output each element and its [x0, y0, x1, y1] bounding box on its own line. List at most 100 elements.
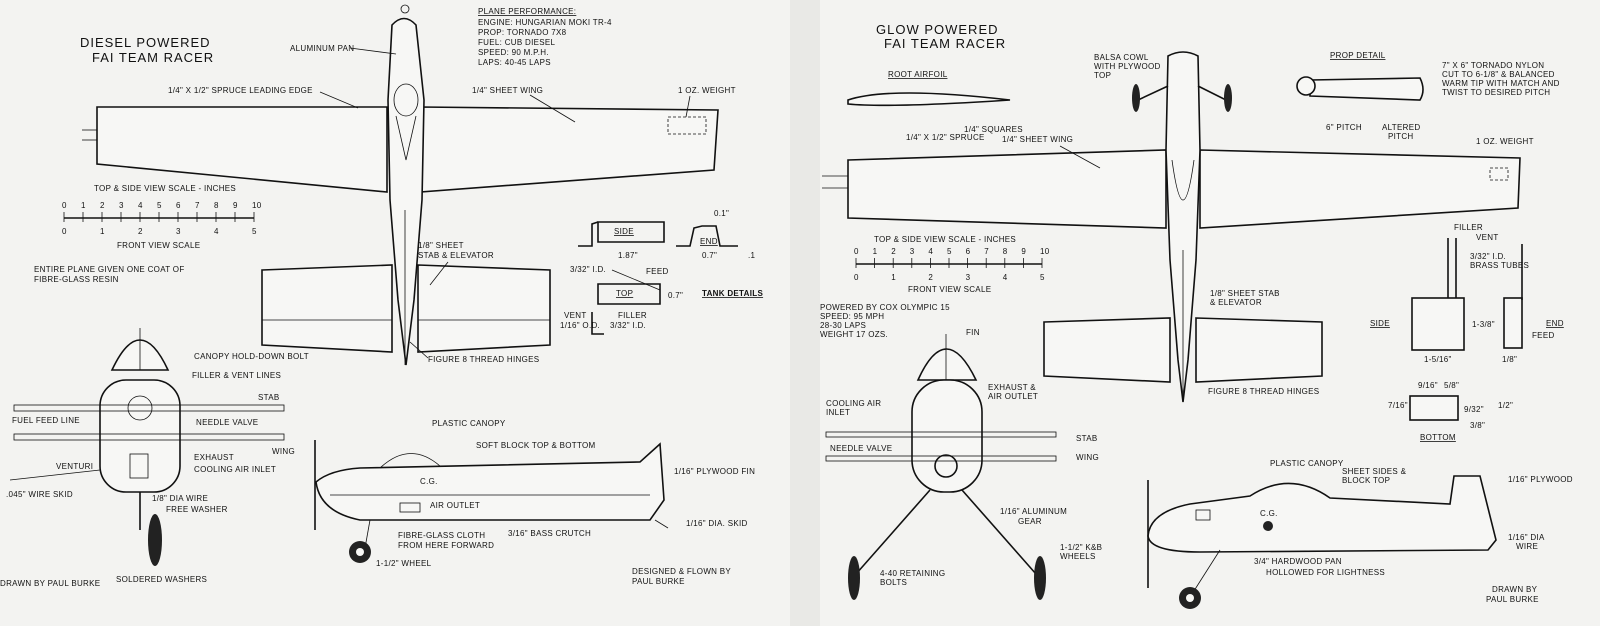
scale-front-title: FRONT VIEW SCALE [117, 241, 200, 250]
scale-front-title: FRONT VIEW SCALE [908, 285, 991, 294]
scale-tick-label: 3 [910, 247, 915, 256]
right-front-view [825, 334, 1057, 600]
label-sheet-sides-1: SHEET SIDES & [1342, 467, 1407, 476]
scale-top-title: TOP & SIDE VIEW SCALE - INCHES [874, 235, 1016, 244]
scale-tick-label: 1 [81, 201, 86, 210]
scale-tick-label: 7 [195, 201, 200, 210]
label-designed-2: PAUL BURKE [632, 577, 685, 586]
scale-tick-label: 8 [1003, 247, 1008, 256]
right-title-line2: FAI TEAM RACER [884, 36, 1006, 51]
label-retain-1: 4-40 RETAINING [880, 569, 945, 578]
spinner [400, 4, 410, 14]
label-canopy-bolt: CANOPY HOLD-DOWN BOLT [194, 352, 309, 361]
label-balsa-cowl-3: TOP [1094, 71, 1111, 80]
front-scale-tick-label: 3 [176, 227, 181, 236]
tank-dim: 0.1" [714, 209, 729, 218]
scale-tick-label: 1 [873, 247, 878, 256]
performance-heading: PLANE PERFORMANCE: [478, 7, 576, 16]
label-bass-crutch: 3/16" BASS CRUTCH [508, 529, 591, 538]
label-needle: NEEDLE VALVE [830, 444, 892, 453]
front-scale-tick-label: 0 [854, 273, 859, 282]
label-fin: FIN [966, 328, 980, 337]
root-airfoil [847, 92, 1011, 107]
label-wing: WING [1076, 453, 1099, 462]
front-scale-tick-label: 4 [214, 227, 219, 236]
tank-details-title: TANK DETAILS [702, 289, 763, 298]
label-dia-skid: 1/16" DIA. SKID [686, 519, 748, 528]
performance-line: SPEED: 90 M.P.H. [478, 48, 549, 57]
front-scale-tick-label: 2 [138, 227, 143, 236]
label-hardwood-2: HOLLOWED FOR LIGHTNESS [1266, 568, 1385, 577]
prop-hub [1296, 76, 1316, 96]
label-kb-1: 1-1/2" K&B [1060, 543, 1102, 552]
label-kb-2: WHEELS [1060, 552, 1096, 561]
prop-blade [1309, 77, 1424, 101]
label-plywood-fin: 1/16" PLYWOOD FIN [674, 467, 755, 476]
label-drawn-1: DRAWN BY [1492, 585, 1538, 594]
label-stab-sheet: 1/8" SHEET [418, 241, 464, 250]
label-aluminum-pan: ALUMINUM PAN [290, 44, 354, 53]
scale-tick-label: 2 [891, 247, 896, 256]
label-air-outlet: AIR OUTLET [430, 501, 480, 510]
label-altered-1: ALTERED [1382, 123, 1420, 132]
scale-tick-label: 4 [928, 247, 933, 256]
prop-note: WARM TIP WITH MATCH AND [1442, 79, 1560, 88]
scale-tick-label: 8 [214, 201, 219, 210]
label-pitch-6: 6" PITCH [1326, 123, 1362, 132]
canopy-outline [395, 115, 417, 161]
tank-dim: 1.87" [618, 251, 638, 260]
tank-end-label: END [700, 237, 718, 246]
label-free-washer: FREE WASHER [166, 505, 228, 514]
scale-tick-label: 7 [984, 247, 989, 256]
label-root-airfoil: ROOT AIRFOIL [888, 70, 948, 79]
scale-tick-label: 6 [176, 201, 181, 210]
label-fibre-cloth-1: FIBRE-GLASS CLOTH [398, 531, 485, 540]
label-drawn-by: DRAWN BY PAUL BURKE [0, 579, 100, 588]
front-scale-tick-label: 4 [1003, 273, 1008, 282]
tank-filler-label: FILLER [1454, 223, 1483, 232]
label-stab-2: & ELEVATOR [1210, 298, 1262, 307]
tank-dim: 1/2" [1498, 401, 1513, 410]
label-plastic-canopy: PLASTIC CANOPY [1270, 459, 1344, 468]
right-title-line1: GLOW POWERED [876, 22, 999, 37]
label-cg: C.G. [1260, 509, 1278, 518]
label-spruce-le: 1/4" X 1/2" SPRUCE LEADING EDGE [168, 86, 313, 95]
powered-line: POWERED BY COX OLYMPIC 15 [820, 303, 950, 312]
label-wing: WING [272, 447, 295, 456]
label-altered-2: PITCH [1388, 132, 1414, 141]
tip-weight [667, 116, 707, 135]
label-cg: C.G. [420, 477, 438, 486]
scale-tick-label: 5 [947, 247, 952, 256]
engine-outline [393, 83, 419, 117]
label-plywood: 1/16" PLYWOOD [1508, 475, 1573, 484]
performance-line: LAPS: 40-45 LAPS [478, 58, 551, 67]
tank-side-label: SIDE [614, 227, 634, 236]
scale-tick-label: 9 [1021, 247, 1026, 256]
left-top-view [82, 4, 719, 366]
powered-line: WEIGHT 17 OZS. [820, 330, 888, 339]
label-alu-gear-1: 1/16" ALUMINUM [1000, 507, 1067, 516]
label-alu-gear-2: GEAR [1018, 517, 1042, 526]
tank-dim: 9/16" [1418, 381, 1438, 390]
tank-dim: 7/16" [1388, 401, 1408, 410]
label-wheel: 1-1/2" WHEEL [376, 559, 432, 568]
label-balsa-cowl-2: WITH PLYWOOD [1094, 62, 1161, 71]
label-wire-skid: .045" WIRE SKID [6, 490, 73, 499]
performance-table: PLANE PERFORMANCE: ENGINE: HUNGARIAN MOK… [478, 7, 612, 67]
label-fibre-cloth-2: FROM HERE FORWARD [398, 541, 494, 550]
label-sheet-sides-2: BLOCK TOP [1342, 476, 1390, 485]
label-dia-wire: 1/8" DIA WIRE [152, 494, 208, 503]
front-scale-tick-label: 5 [1040, 273, 1045, 282]
scale-tick-label: 5 [157, 201, 162, 210]
powered-line: 28-30 LAPS [820, 321, 866, 330]
scale-tick-label: 10 [252, 201, 262, 210]
label-venturi: VENTURI [56, 462, 93, 471]
label-cooling-2: INLET [826, 408, 850, 417]
tank-dim: 9/32" [1464, 405, 1484, 414]
left-front-view [9, 328, 285, 566]
tank-dim: 5/8" [1444, 381, 1459, 390]
tank-dim: 1/16" O.D. [560, 321, 600, 330]
scale-tick-label: 4 [138, 201, 143, 210]
performance-line: FUEL: CUB DIESEL [478, 38, 556, 47]
